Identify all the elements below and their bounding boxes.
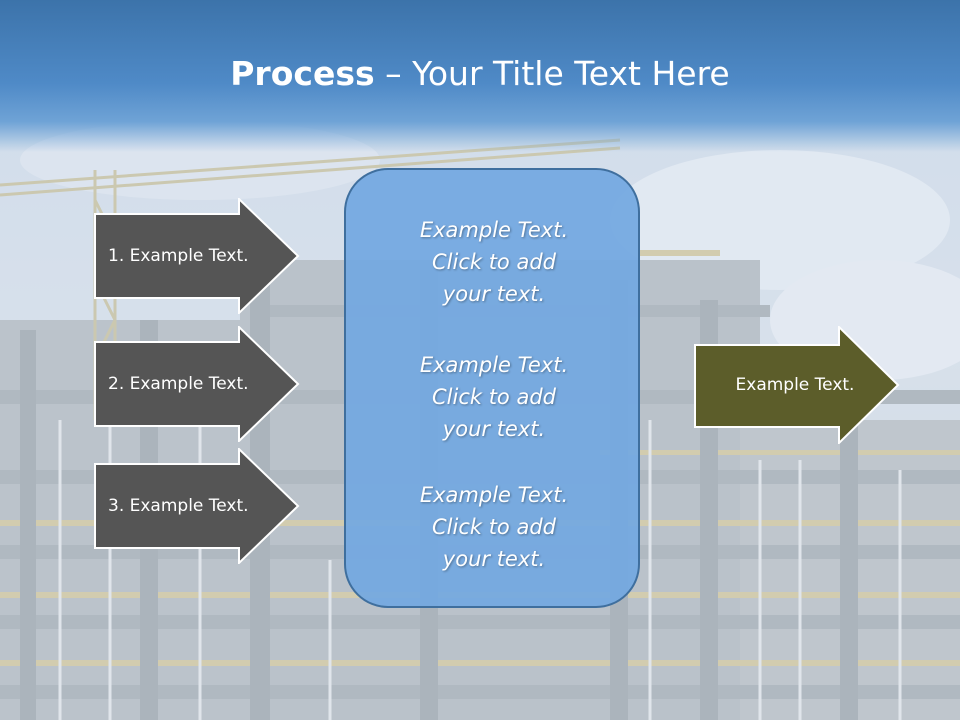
process-step-arrow-2[interactable]: 2. Example Text.: [94, 326, 300, 442]
center-text-line: Example Text.: [419, 483, 569, 507]
center-text-block-2: Example Text. Click to add your text.: [346, 349, 642, 445]
process-step-arrow-3[interactable]: 3. Example Text.: [94, 448, 300, 564]
center-text-line: Example Text.: [419, 353, 569, 377]
center-text-line: Click to add: [431, 515, 556, 539]
center-text-block-3: Example Text. Click to add your text.: [346, 479, 642, 575]
center-text-line: your text.: [442, 547, 546, 571]
process-step-arrow-1[interactable]: 1. Example Text.: [94, 198, 300, 314]
center-text-block-1: Example Text. Click to add your text.: [346, 214, 642, 310]
center-text-line: Click to add: [431, 250, 556, 274]
center-process-box[interactable]: Example Text. Click to add your text. Ex…: [344, 168, 640, 608]
slide-title[interactable]: Process – Your Title Text Here: [0, 52, 960, 96]
title-rest-text: – Your Title Text Here: [374, 54, 730, 93]
arrow-shape-3: [94, 448, 300, 564]
process-step-label-1: 1. Example Text.: [108, 246, 249, 266]
title-bold-text: Process: [230, 54, 375, 93]
center-text-line: Example Text.: [419, 218, 569, 242]
result-arrow-label: Example Text.: [735, 375, 855, 395]
result-arrow[interactable]: Example Text.: [694, 326, 900, 444]
center-text-line: your text.: [442, 417, 546, 441]
title-band: [0, 0, 960, 152]
result-arrow-shape: [694, 326, 900, 444]
process-step-label-3: 3. Example Text.: [108, 496, 249, 516]
center-text-line: Click to add: [431, 385, 556, 409]
process-step-label-2: 2. Example Text.: [108, 374, 249, 394]
center-text-line: your text.: [442, 282, 546, 306]
arrow-shape-1: [94, 198, 300, 314]
arrow-shape-2: [94, 326, 300, 442]
